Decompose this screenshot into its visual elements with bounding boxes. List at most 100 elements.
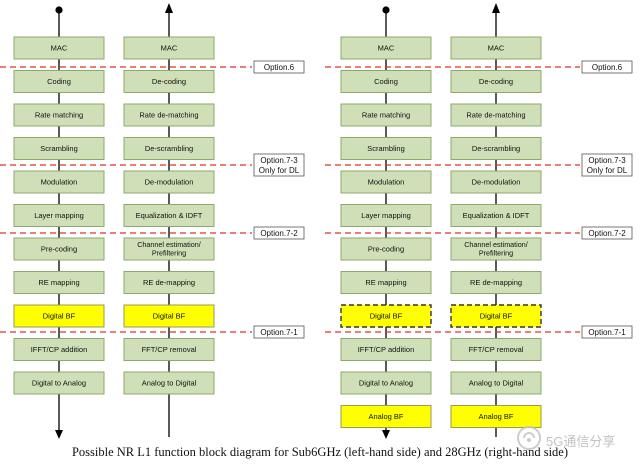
rx-block-re-de-mapping: RE de-mapping [123,271,215,294]
block-label: De-scrambling [145,144,193,153]
block-label: Rate de-matching [466,111,525,120]
tx-block-digital-to-analog: Digital to Analog [340,371,432,395]
rx-block-analog-to-digital: Analog to Digital [123,371,215,395]
option-label-option-6: Option.6 [253,60,305,74]
block-label: De-scrambling [472,144,520,153]
block-label: Modulation [41,178,78,187]
block-label: Equalization & IDFT [463,211,530,220]
tx-block-analog-bf: Analog BF [340,405,432,428]
option-label-option-7-2: Option.7-2 [253,226,305,240]
tx-block-digital-to-analog: Digital to Analog [13,371,105,395]
rx-block-equalization-idft: Equalization & IDFT [123,204,215,227]
block-label: IFFT/CP addition [31,345,88,354]
tx-block-pre-coding: Pre-coding [340,237,432,261]
block-label: Analog BF [478,412,513,421]
block-label: Pre-coding [368,245,404,254]
tx-block-rate-matching: Rate matching [13,103,105,127]
tx-block-modulation: Modulation [13,170,105,194]
block-label: De-modulation [145,178,194,187]
block-label: Rate matching [362,111,410,120]
rx-block-digital-bf: Digital BF [123,304,215,328]
tx-block-scrambling: Scrambling [340,137,432,160]
tx-block-ifft-cp-addition: IFFT/CP addition [340,338,432,361]
tx-start-dot [382,6,390,14]
rx-block-analog-bf: Analog BF [450,405,542,428]
tx-block-re-mapping: RE mapping [340,271,432,294]
block-label: Rate matching [35,111,83,120]
rx-block-fft-cp-removal: FFT/CP removal [450,338,542,361]
block-label: MAC [488,44,505,53]
option-label-option-7-1: Option.7-1 [581,325,633,339]
svg-text:Option.7-2: Option.7-2 [588,229,626,238]
tx-block-re-mapping: RE mapping [13,271,105,294]
block-label: Digital to Analog [32,379,86,388]
svg-text:Option.7-1: Option.7-1 [260,328,298,337]
block-label: Layer mapping [361,211,411,220]
figure-caption: Possible NR L1 function block diagram fo… [71,445,569,459]
block-label: Digital BF [480,312,513,321]
tx-output-arrow-icon [382,430,390,439]
tx-block-mac: MAC [13,36,105,60]
tx-block-digital-bf: Digital BF [13,304,105,328]
rx-output-arrow-icon [492,3,500,13]
block-label: De-modulation [472,178,521,187]
block-label: FFT/CP removal [469,345,524,354]
rx-block-fft-cp-removal: FFT/CP removal [123,338,215,361]
tx-block-coding: Coding [340,70,432,93]
block-label: Rate de-matching [139,111,198,120]
rx-block-analog-to-digital: Analog to Digital [450,371,542,395]
block-label: De-coding [479,77,513,86]
rx-block-mac: MAC [123,36,215,60]
block-label: Modulation [368,178,405,187]
block-label: MAC [378,44,395,53]
block-label: Analog to Digital [469,379,524,388]
block-label: Digital to Analog [359,379,413,388]
tx-block-ifft-cp-addition: IFFT/CP addition [13,338,105,361]
rx-block-mac: MAC [450,36,542,60]
block-label: Equalization & IDFT [136,211,203,220]
rx-block-rate-de-matching: Rate de-matching [450,103,542,127]
block-label: Coding [47,77,71,86]
block-label: RE de-mapping [470,278,522,287]
block-label: RE de-mapping [143,278,195,287]
block-label: Analog BF [368,412,403,421]
block-label: De-coding [152,77,186,86]
tx-block-digital-bf: Digital BF [340,304,432,328]
block-label: Digital BF [153,312,186,321]
tx-block-mac: MAC [340,36,432,60]
rx-block-de-coding: De-coding [123,70,215,93]
block-label: Scrambling [40,144,78,153]
block-label: MAC [51,44,68,53]
rx-block-channel-estimation-prefiltering: Channel estimation/Prefiltering [123,237,215,261]
svg-text:Option.7-1: Option.7-1 [588,328,626,337]
rx-block-de-modulation: De-modulation [123,170,215,194]
tx-start-dot [55,6,63,14]
block-label: Channel estimation/Prefiltering [137,240,201,258]
block-label: FFT/CP removal [142,345,197,354]
block-label: MAC [161,44,178,53]
svg-text:Option.6: Option.6 [264,63,295,72]
rx-block-channel-estimation-prefiltering: Channel estimation/Prefiltering [450,237,542,261]
block-label: Coding [374,77,398,86]
rx-block-de-scrambling: De-scrambling [450,137,542,160]
rx-block-rate-de-matching: Rate de-matching [123,103,215,127]
block-label: Scrambling [367,144,405,153]
tx-block-modulation: Modulation [340,170,432,194]
block-label: Digital BF [370,312,403,321]
block-label: Channel estimation/Prefiltering [464,240,528,258]
tx-block-layer-mapping: Layer mapping [13,204,105,227]
block-label: Analog to Digital [142,379,197,388]
svg-text:Option.6: Option.6 [592,63,623,72]
block-label: Layer mapping [34,211,84,220]
block-label: Digital BF [43,312,76,321]
tx-block-layer-mapping: Layer mapping [340,204,432,227]
block-label: Pre-coding [41,245,77,254]
tx-block-pre-coding: Pre-coding [13,237,105,261]
tx-output-arrow-icon [55,430,63,439]
block-label: RE mapping [38,278,79,287]
block-label: IFFT/CP addition [358,345,415,354]
